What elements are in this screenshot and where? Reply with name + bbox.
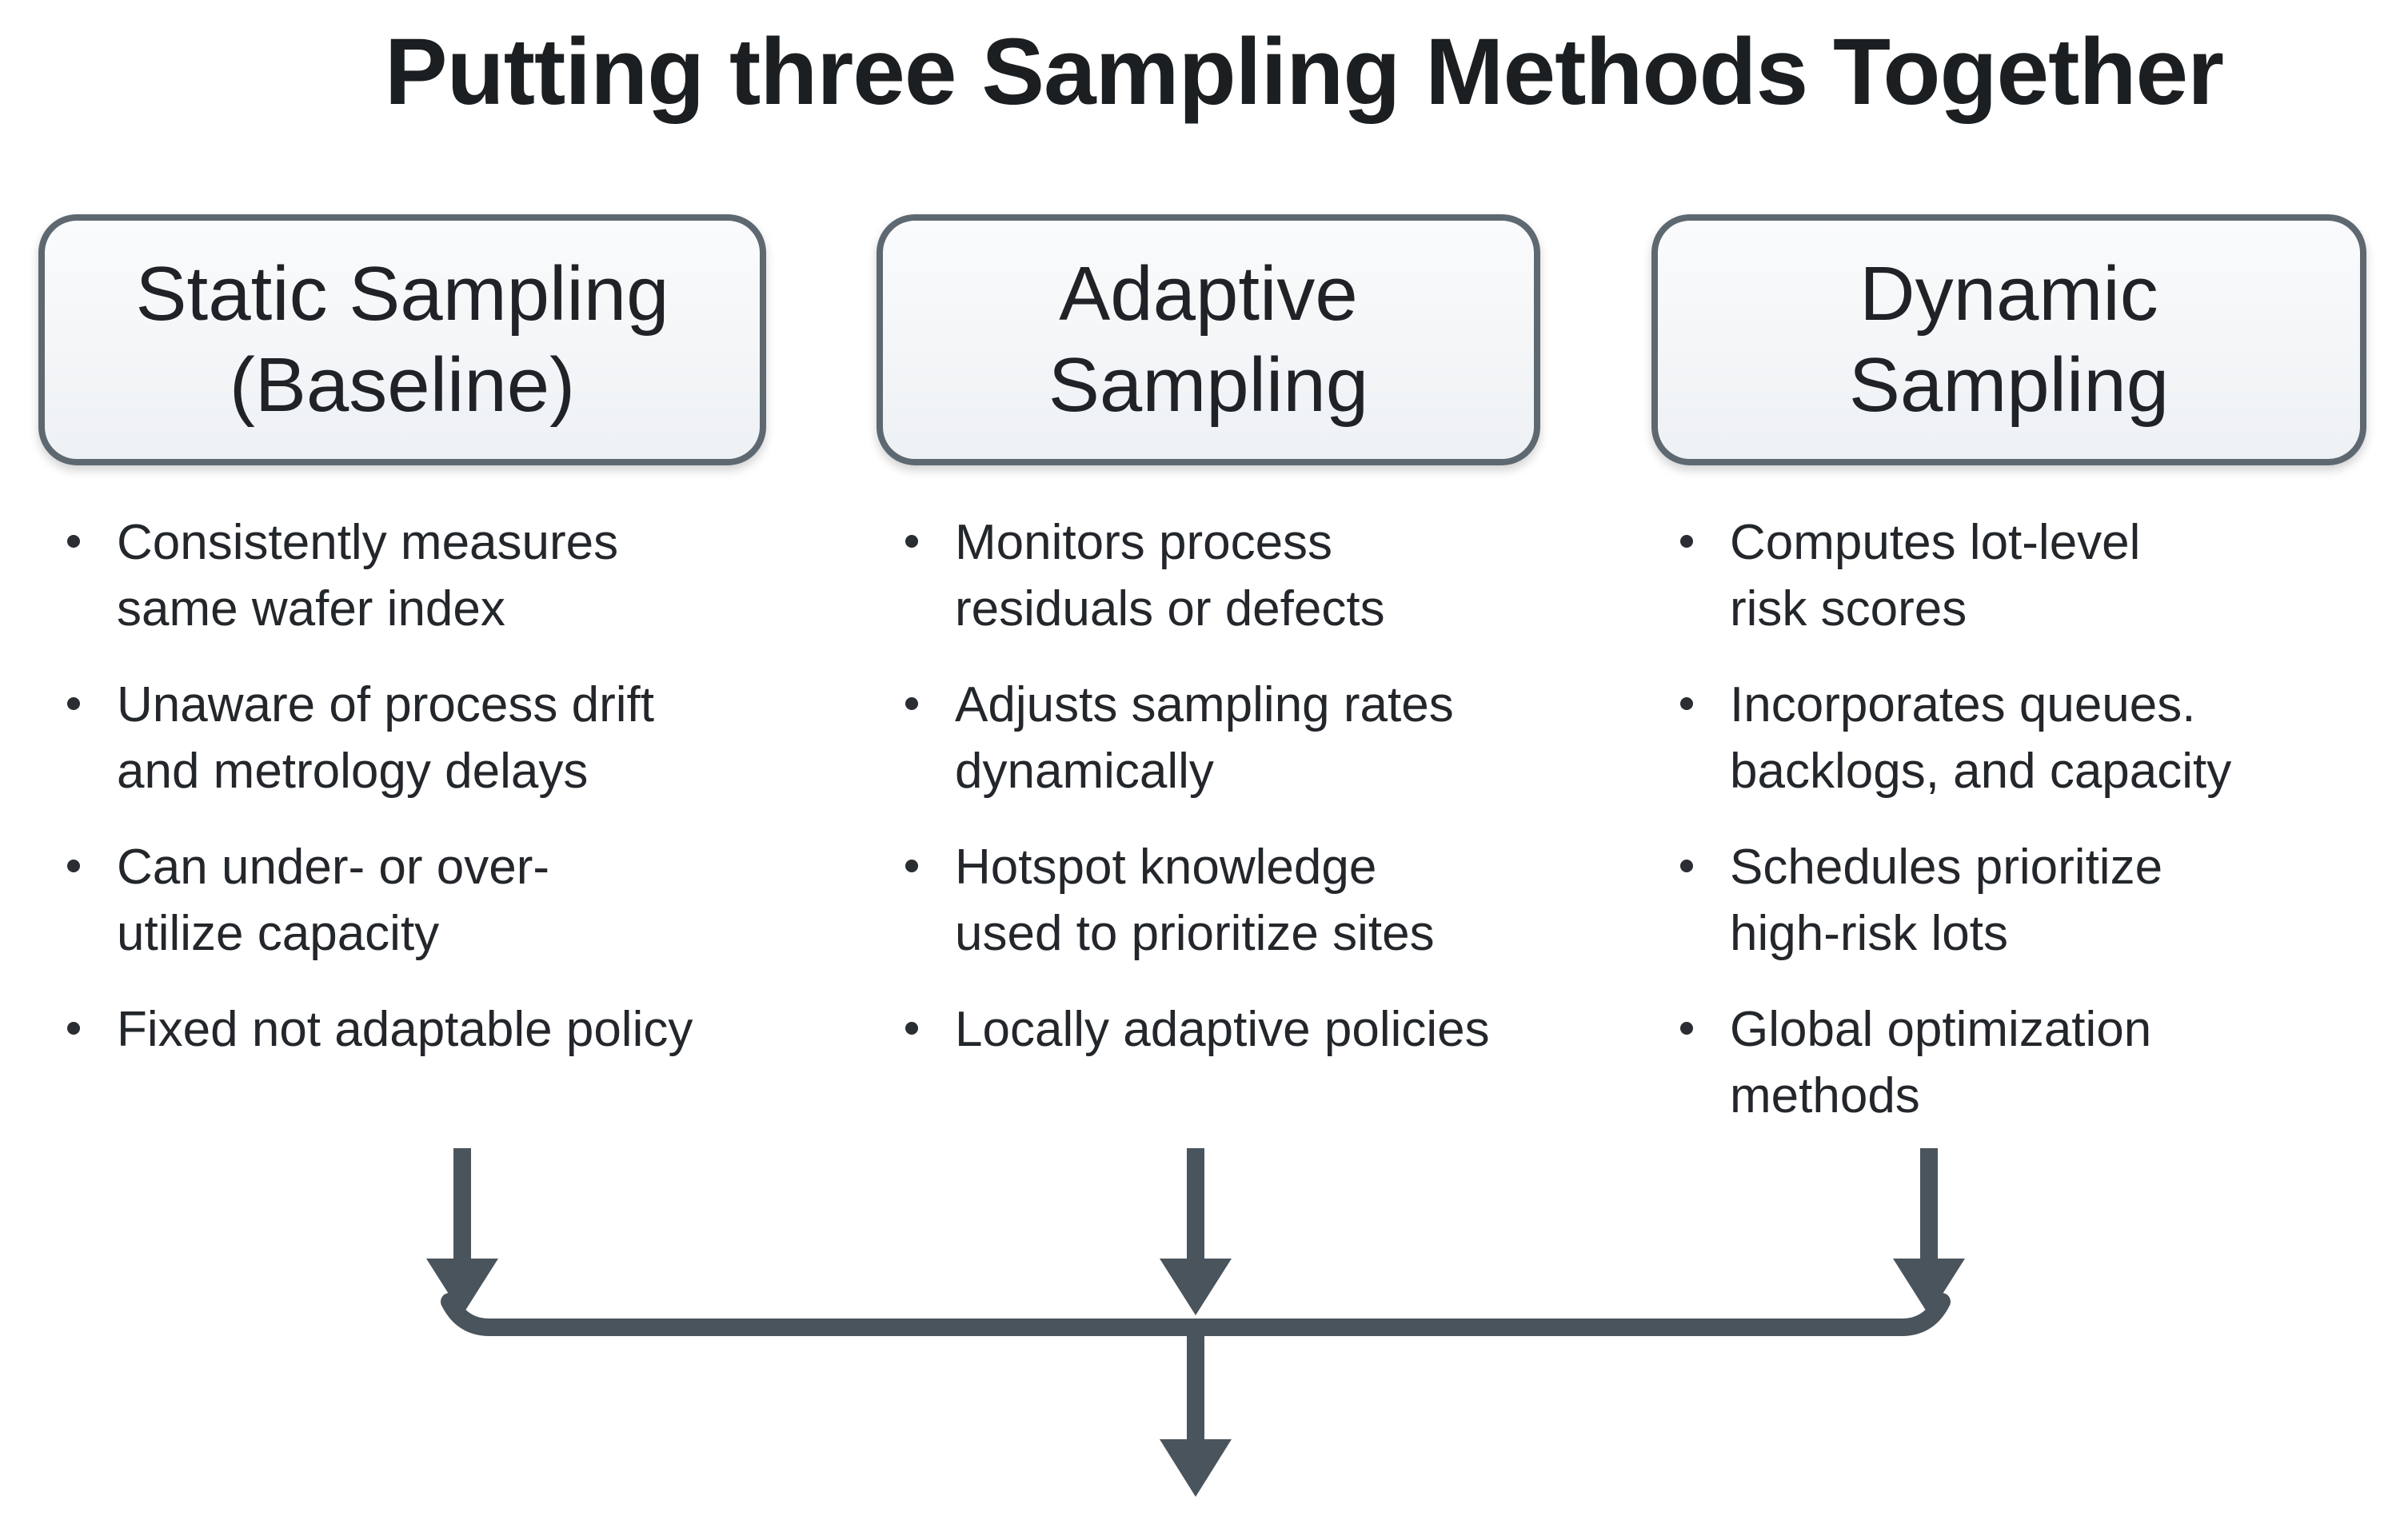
header-line: Adaptive (1059, 251, 1358, 337)
header-box-adaptive-sampling: Adaptive Sampling (877, 214, 1540, 465)
bullet-text-line: Schedules prioritize (1730, 840, 2163, 895)
bullet-item: Locally adaptive policies (877, 996, 1540, 1063)
bullet-text-line: methods (1730, 1068, 1920, 1123)
bullet-list-dynamic-sampling: Computes lot-level risk scores Incorpora… (1651, 509, 2366, 1129)
bullet-item: Global optimization methods (1651, 996, 2366, 1129)
bullet-item: Consistently measures same wafer index (38, 509, 766, 642)
header-box-dynamic-sampling: Dynamic Sampling (1651, 214, 2366, 465)
bullet-dot-icon (905, 860, 918, 872)
bullet-item: Fixed not adaptable policy (38, 996, 766, 1063)
bullet-item: Hotspot knowledge used to prioritize sit… (877, 834, 1540, 967)
header-line: Dynamic (1859, 251, 2158, 337)
header-line: Static Sampling (135, 251, 669, 337)
bullet-dot-icon (1680, 860, 1693, 872)
bullet-text-line: used to prioritize sites (955, 906, 1435, 961)
bullet-item: Schedules prioritize high-risk lots (1651, 834, 2366, 967)
bullet-dot-icon (905, 535, 918, 548)
bullet-text-line: Adjusts sampling rates (955, 677, 1454, 732)
bullet-dot-icon (1680, 535, 1693, 548)
down-arrow-icon (1893, 1148, 1965, 1315)
bullet-list-static-sampling: Consistently measures same wafer index U… (38, 509, 766, 1063)
bullet-dot-icon (67, 697, 80, 710)
header-line: Sampling (1848, 342, 2170, 428)
bullet-text-line: same wafer index (117, 581, 505, 636)
bullet-dot-icon (67, 535, 80, 548)
bullet-dot-icon (905, 697, 918, 710)
bullet-item: Incorporates queues. backlogs, and capac… (1651, 672, 2366, 804)
header-line: Sampling (1048, 342, 1369, 428)
bullet-dot-icon (1680, 697, 1693, 710)
bullet-item: Computes lot-level risk scores (1651, 509, 2366, 642)
bullet-text-line: Global optimization (1730, 1002, 2152, 1057)
bullet-text-line: Hotspot knowledge (955, 840, 1377, 895)
bullet-text-line: and metrology delays (117, 744, 589, 799)
bullet-item: Unaware of process drift and metrology d… (38, 672, 766, 804)
column-static-sampling: Static Sampling (Baseline) Consistently … (38, 214, 766, 1092)
bullet-list-adaptive-sampling: Monitors process residuals or defects Ad… (877, 509, 1540, 1063)
bullet-text-line: backlogs, and capacity (1730, 744, 2232, 799)
header-line: (Baseline) (229, 342, 576, 428)
bullet-item: Can under- or over- utilize capacity (38, 834, 766, 967)
bullet-text-line: Monitors process (955, 515, 1333, 570)
bullet-text-line: Consistently measures (117, 515, 619, 570)
bullet-text-line: Fixed not adaptable policy (117, 1002, 693, 1057)
bullet-text-line: Unaware of process drift (117, 677, 654, 732)
output-arrow-icon (1160, 1327, 1232, 1497)
bullet-text-line: Can under- or over- (117, 840, 550, 895)
bullet-text-line: Incorporates queues. (1730, 677, 2196, 732)
diagram-title: Putting three Sampling Methods Together (384, 19, 2224, 125)
header-box-static-sampling: Static Sampling (Baseline) (38, 214, 766, 465)
bullet-dot-icon (67, 860, 80, 872)
bullet-dot-icon (1680, 1022, 1693, 1035)
down-arrow-icon (1160, 1148, 1232, 1315)
column-adaptive-sampling: Adaptive Sampling Monitors process resid… (877, 214, 1540, 1092)
bullet-text-line: high-risk lots (1730, 906, 2008, 961)
bullet-text-line: Computes lot-level (1730, 515, 2141, 570)
bullet-dot-icon (67, 1022, 80, 1035)
bullet-text-line: risk scores (1730, 581, 1967, 636)
bullet-item: Monitors process residuals or defects (877, 509, 1540, 642)
column-dynamic-sampling: Dynamic Sampling Computes lot-level risk… (1651, 214, 2366, 1159)
bullet-dot-icon (905, 1022, 918, 1035)
bullet-text-line: utilize capacity (117, 906, 440, 961)
bullet-item: Adjusts sampling rates dynamically (877, 672, 1540, 804)
bullet-text-line: residuals or defects (955, 581, 1385, 636)
bullet-text-line: Locally adaptive policies (955, 1002, 1490, 1057)
down-arrow-icon (426, 1148, 498, 1315)
bullet-text-line: dynamically (955, 744, 1214, 799)
